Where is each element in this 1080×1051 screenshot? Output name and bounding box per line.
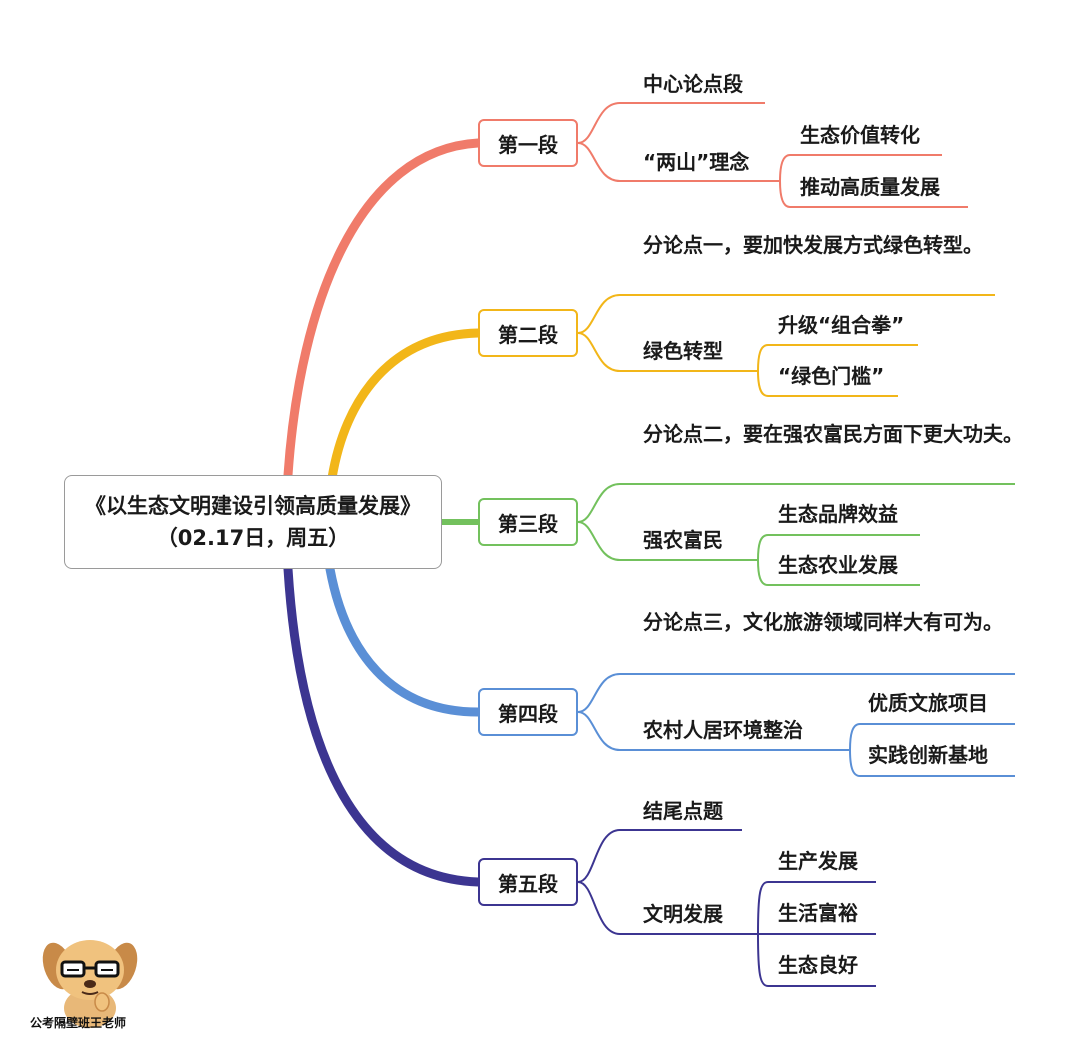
section-3-leaf-2: 生态农业发展: [778, 553, 898, 577]
section-5-leaf-1: 生产发展: [778, 849, 858, 873]
connectors-s4: [577, 673, 1015, 777]
section-5-leaf-3: 生态良好: [778, 953, 858, 977]
connectors-s3: [577, 483, 1015, 586]
watermark-text: 公考隔壁班王老师: [30, 1016, 127, 1030]
section-1-sub-label: “两山”理念: [643, 150, 750, 174]
branch-s4: [325, 564, 483, 717]
section-1-label: 第一段: [498, 132, 558, 157]
section-1-node[interactable]: 第一段: [478, 119, 578, 167]
section-2-top-text: 分论点一，要加快发展方式绿色转型。: [643, 233, 983, 257]
section-1-leaf-2: 推动高质量发展: [800, 175, 940, 199]
section-5-label: 第五段: [498, 871, 558, 896]
section-2-node[interactable]: 第二段: [478, 309, 578, 357]
section-4-top-text: 分论点三，文化旅游领域同样大有可为。: [643, 610, 1003, 634]
section-2-leaf-2: “绿色门槛”: [778, 364, 885, 388]
branch-s5: [283, 564, 483, 887]
section-5-top-text: 结尾点题: [643, 799, 723, 823]
section-3-label: 第三段: [498, 511, 558, 536]
section-2-label: 第二段: [498, 322, 558, 347]
section-2-leaf-1: 升级“组合拳”: [778, 313, 905, 337]
section-4-node[interactable]: 第四段: [478, 688, 578, 736]
connectors-s5: [577, 829, 876, 987]
root-topic[interactable]: 《以生态文明建设引领高质量发展》（02.17日，周五）: [64, 475, 442, 569]
section-1-leaf-1: 生态价值转化: [800, 123, 920, 147]
section-4-leaf-2: 实践创新基地: [868, 743, 988, 767]
section-4-sub-label: 农村人居环境整治: [643, 718, 803, 742]
section-2-sub-label: 绿色转型: [643, 339, 723, 363]
section-5-node[interactable]: 第五段: [478, 858, 578, 906]
root-title: 《以生态文明建设引领高质量发展》（02.17日，周五）: [85, 494, 421, 550]
connectors-s1: [577, 102, 968, 208]
section-5-sub-label: 文明发展: [643, 902, 723, 926]
connectors-s2: [577, 294, 995, 397]
section-3-sub-label: 强农富民: [643, 528, 723, 552]
branch-s1: [283, 138, 483, 480]
section-1-top-text: 中心论点段: [643, 72, 743, 96]
branch-s2: [327, 328, 483, 483]
section-4-label: 第四段: [498, 701, 558, 726]
section-3-top-text: 分论点二，要在强农富民方面下更大功夫。: [643, 422, 1023, 446]
section-4-leaf-1: 优质文旅项目: [868, 691, 988, 715]
section-3-leaf-1: 生态品牌效益: [778, 502, 898, 526]
section-5-leaf-2: 生活富裕: [778, 901, 858, 925]
section-3-node[interactable]: 第三段: [478, 498, 578, 546]
mascot-dog-icon: [42, 940, 138, 1028]
